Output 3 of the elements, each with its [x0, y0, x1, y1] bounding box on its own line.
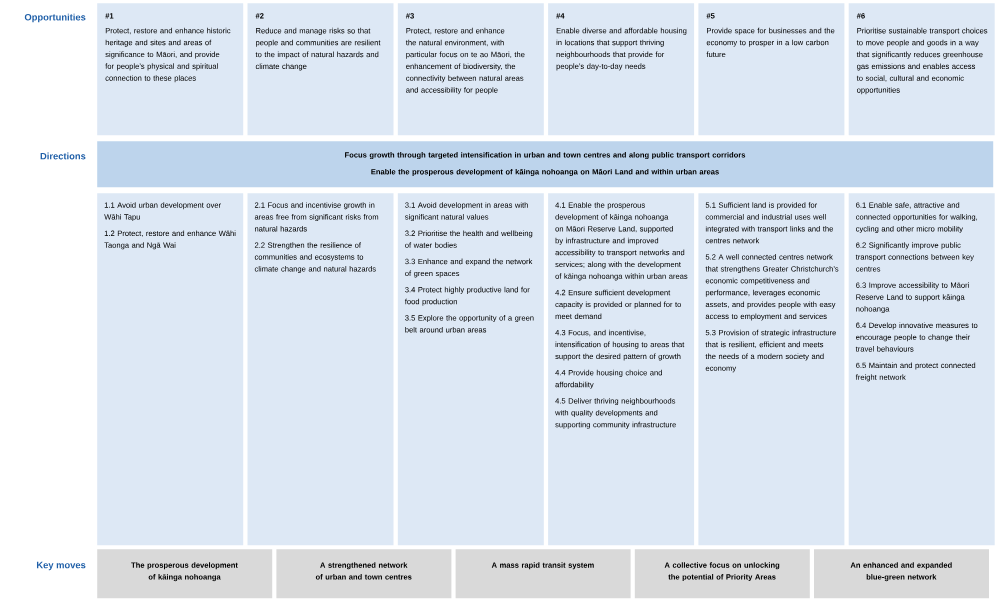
row-label: Key moves	[37, 561, 86, 571]
row-label: Directions	[40, 152, 86, 160]
row-label: Opportunities	[24, 13, 86, 23]
